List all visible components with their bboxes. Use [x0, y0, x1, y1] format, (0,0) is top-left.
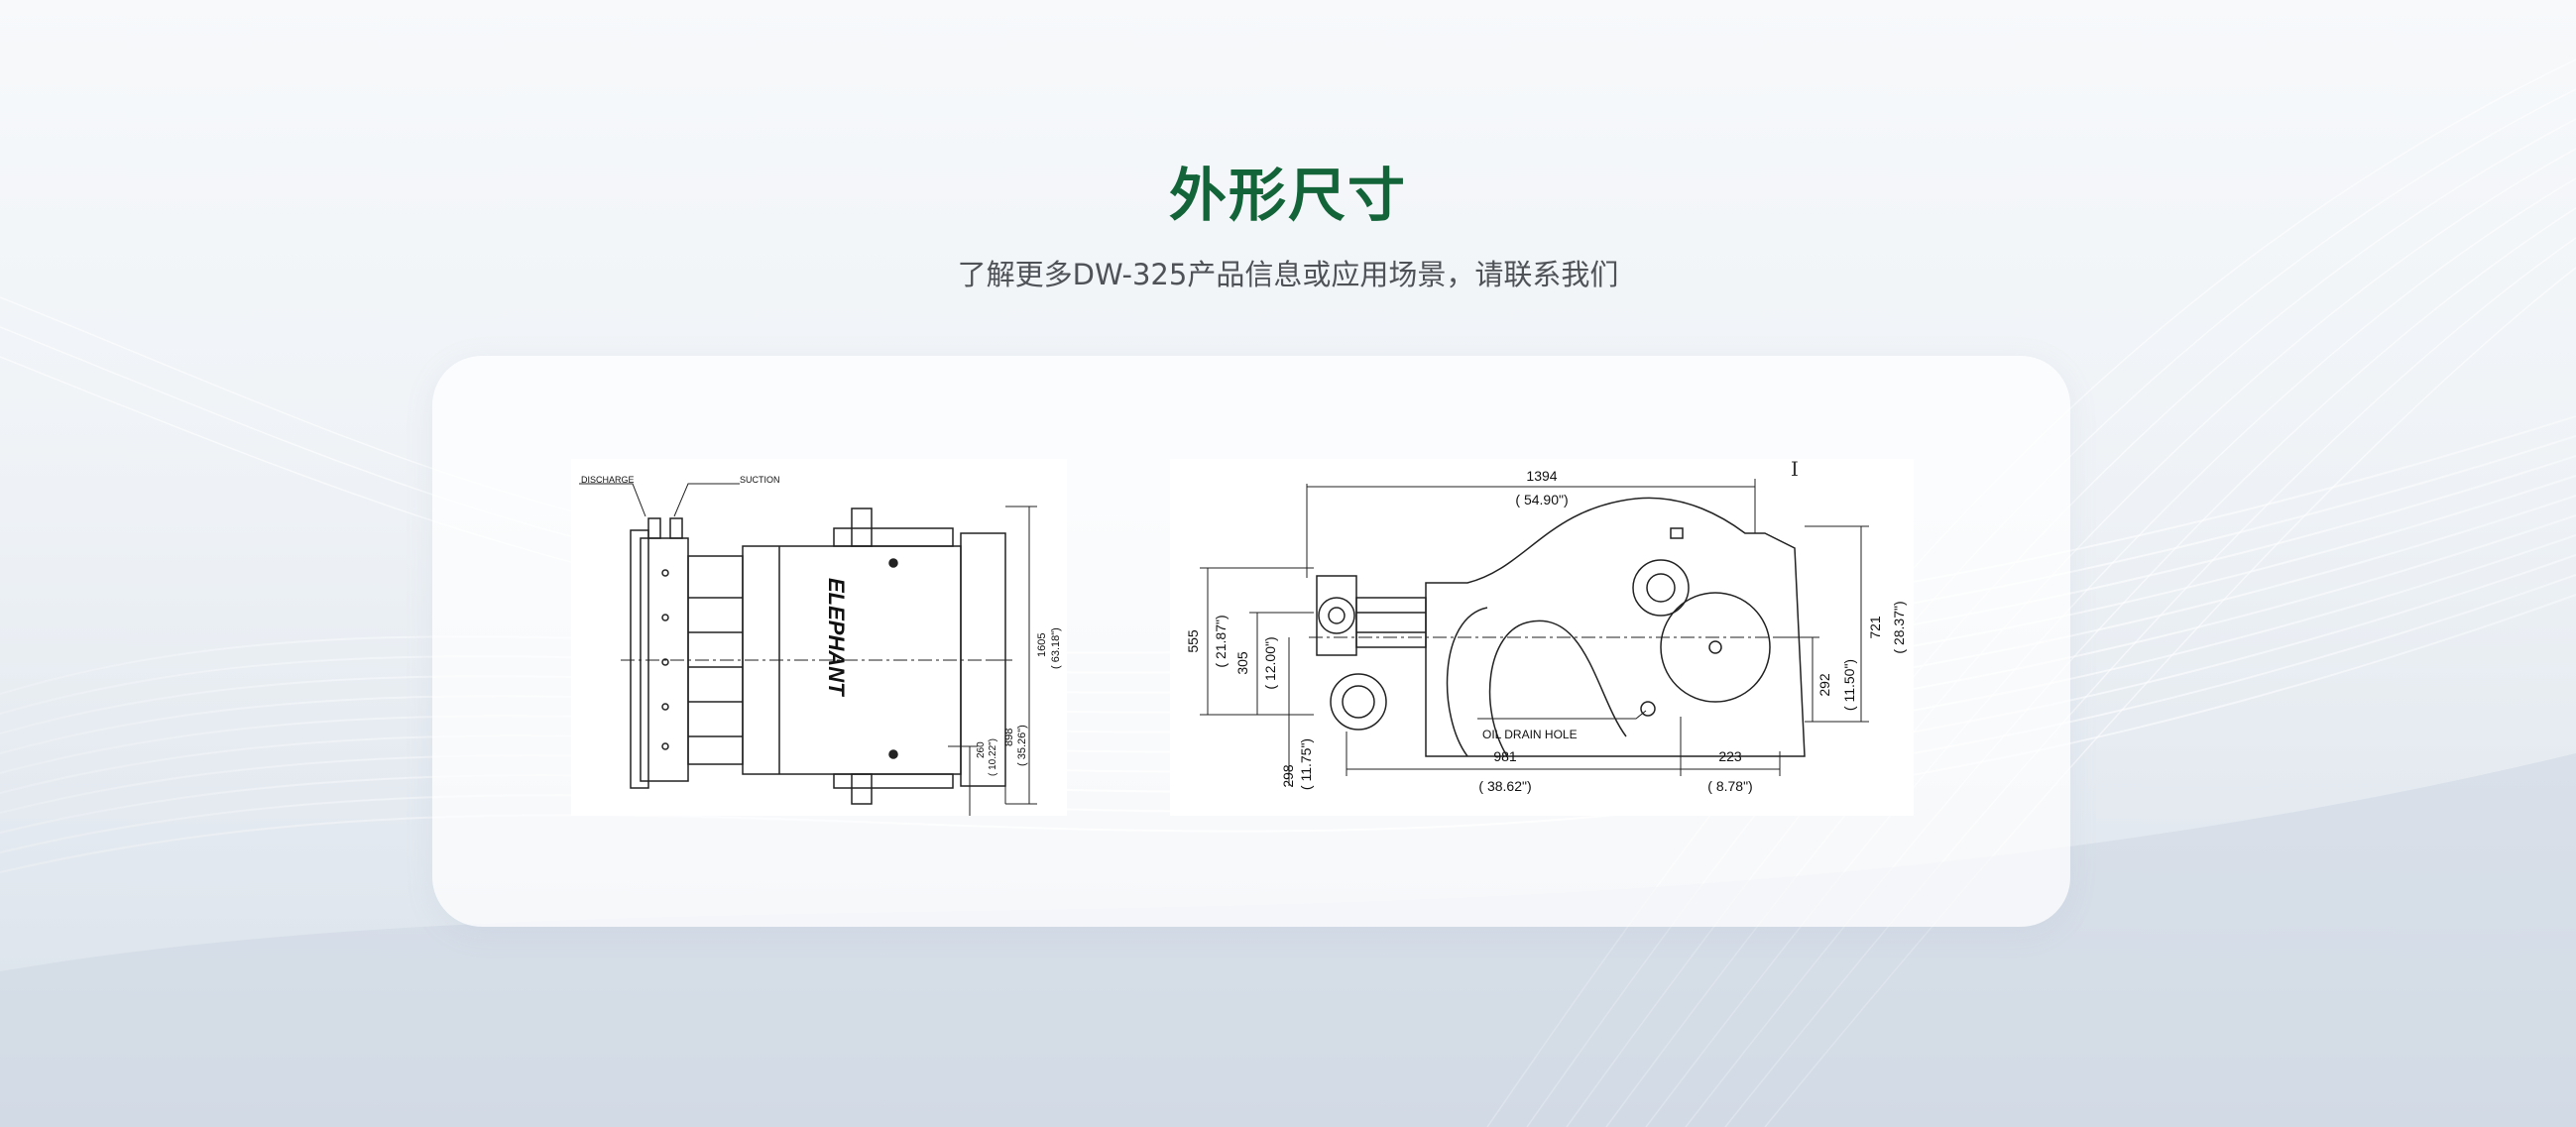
dim-298-in: ( 11.75") — [1298, 738, 1314, 790]
dim-898-in: ( 35.26") — [1016, 725, 1028, 766]
dim-260-in: ( 10.22") — [988, 738, 998, 776]
section-title: 外形尺寸 — [1168, 162, 1407, 229]
dim-223-in: ( 8.78") — [1707, 778, 1752, 794]
dim-1394: 1394 — [1526, 468, 1557, 484]
dim-305: 305 — [1234, 651, 1250, 675]
section-subtitle: 了解更多DW-325产品信息或应用场景，请联系我们 — [957, 258, 1619, 291]
dim-898: 898 — [1003, 729, 1015, 746]
dim-292-in: ( 11.50") — [1841, 659, 1857, 711]
dim-555: 555 — [1185, 629, 1201, 653]
dim-981-in: ( 38.62") — [1478, 778, 1531, 794]
discharge-label: DISCHARGE — [581, 475, 635, 485]
crankcase-body — [1425, 497, 1806, 757]
suction-label: SUCTION — [740, 475, 780, 485]
dim-292: 292 — [1816, 673, 1832, 697]
text-cursor-icon: I — [1791, 457, 1799, 481]
dim-298: 298 — [1280, 764, 1296, 788]
front-view-drawing: 1394 ( 54.90") 981 ( 38.62") 223 ( 8.78"… — [1170, 459, 1914, 816]
side-view-drawing: DISCHARGE SUCTION ELEPHANT 1605 ( 63.18"… — [571, 459, 1067, 816]
dim-721-in: ( 28.37") — [1891, 601, 1907, 653]
oil-drain-label: OIL DRAIN HOLE — [1482, 728, 1578, 741]
dim-1605-in: ( 63.18") — [1050, 627, 1062, 669]
brand-label: ELEPHANT — [824, 578, 849, 697]
dim-260: 260 — [976, 741, 987, 758]
dim-981: 981 — [1493, 748, 1517, 764]
dim-555-in: ( 21.87") — [1213, 615, 1229, 667]
dim-721: 721 — [1867, 616, 1883, 639]
dim-1605: 1605 — [1036, 633, 1048, 657]
dim-223: 223 — [1718, 748, 1742, 764]
dim-305-in: ( 12.00") — [1262, 636, 1278, 689]
dim-1394-in: ( 54.90") — [1515, 492, 1568, 507]
